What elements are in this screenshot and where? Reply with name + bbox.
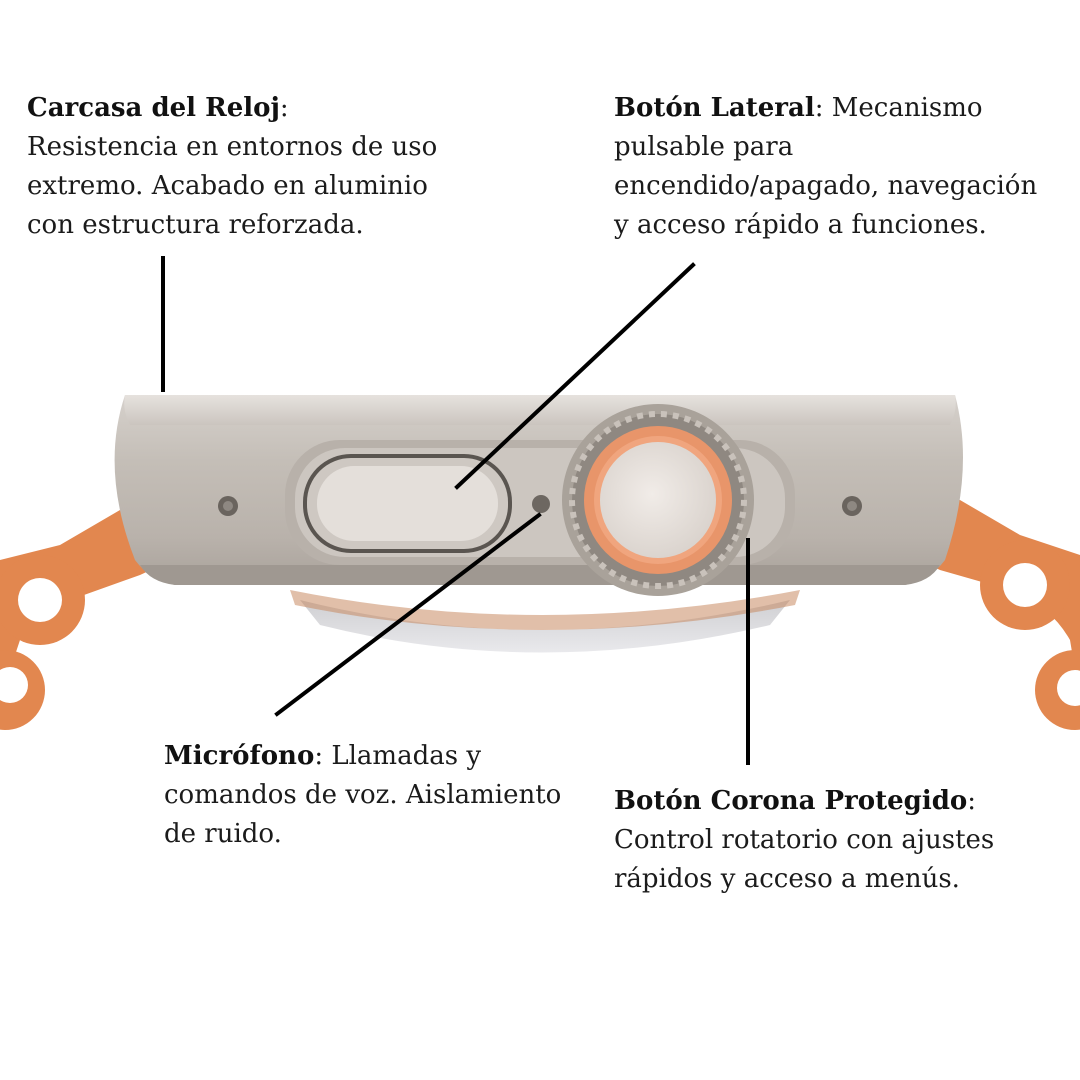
callout-text: : Resistencia en entornos de uso extremo… <box>27 93 438 240</box>
callout-text: : Mecanismo pulsable para encendido/apag… <box>614 93 1038 240</box>
callout-text: : Control rotatorio con ajustes rápidos … <box>614 786 995 894</box>
microphone-hole <box>532 495 550 513</box>
watch-back-crystal <box>300 600 790 653</box>
watch-back-band <box>290 590 800 630</box>
callout-boton-lateral: Botón Lateral: Mecanismo pulsable para e… <box>614 89 1054 245</box>
callout-title: Carcasa del Reloj <box>27 93 280 123</box>
callout-title: Botón Corona Protegido <box>614 786 968 816</box>
callout-title: Micrófono <box>164 741 315 771</box>
callout-boton-corona: Botón Corona Protegido: Control rotatori… <box>614 782 1054 899</box>
callout-text: : Llamadas y comandos de voz. Aislamient… <box>164 741 562 849</box>
leader-line-microfono <box>274 512 542 717</box>
leader-line-lateral <box>454 262 696 490</box>
callout-microfono: Micrófono: Llamadas y comandos de voz. A… <box>164 737 584 854</box>
callout-title: Botón Lateral <box>614 93 815 123</box>
callout-carcasa-del-reloj: Carcasa del Reloj: Resistencia en entorn… <box>27 89 447 245</box>
